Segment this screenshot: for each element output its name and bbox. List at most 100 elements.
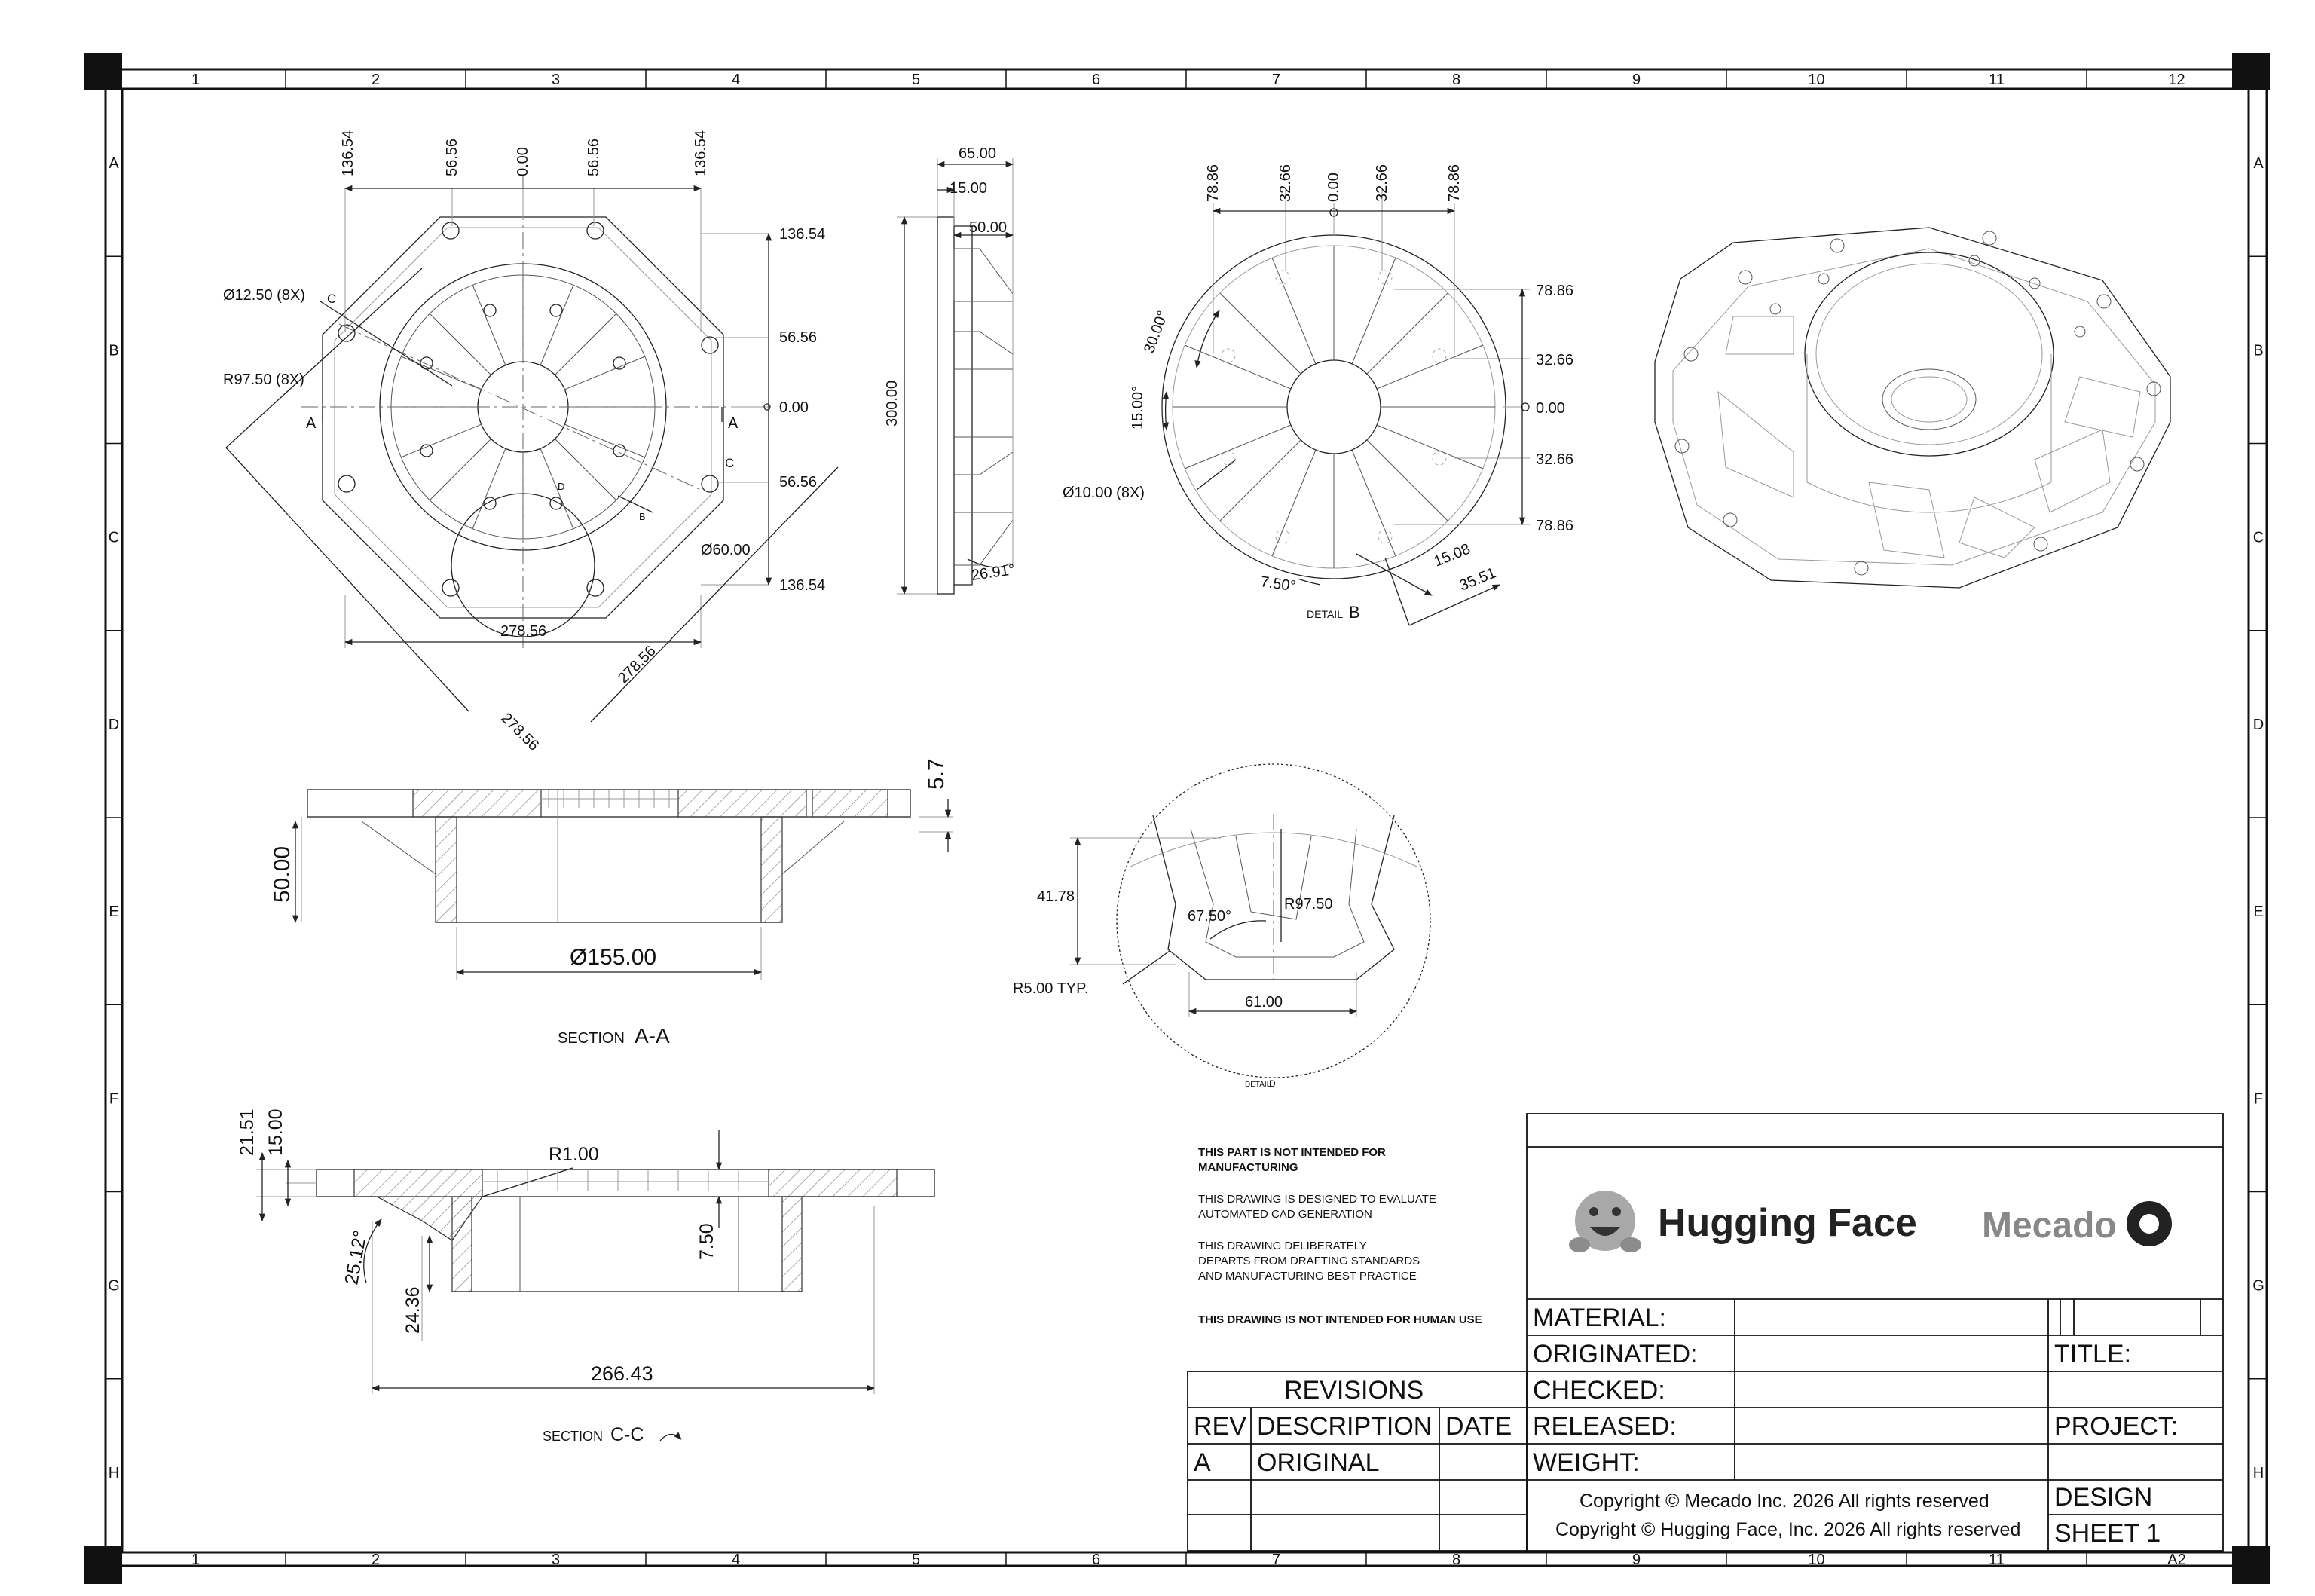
hole-callout: Ø12.50 (8X) <box>223 287 305 304</box>
dim-text: 65.00 <box>959 145 996 162</box>
section-cc-dimensions: 21.51 15.00 R1.00 25.12° 7.50 24.36 266.… <box>237 1108 717 1445</box>
field-originated: ORIGINATED: <box>1533 1340 1698 1368</box>
dim-text: 0.00 <box>1326 173 1342 202</box>
dim-text: 278.56 <box>615 643 659 687</box>
grid-label: 3 <box>552 1552 560 1568</box>
note-line: AUTOMATED CAD GENERATION <box>1198 1208 1372 1221</box>
grid-label: 10 <box>1808 1552 1824 1568</box>
sheet-grid-ticks <box>106 69 2267 1566</box>
hole-callout: Ø10.00 (8X) <box>1063 485 1145 501</box>
grid-label: G <box>108 1278 120 1295</box>
brand-mecado: Mecado <box>1982 1206 2117 1246</box>
dim-text: 136.54 <box>693 130 709 176</box>
dim-text: 32.66 <box>1536 451 1573 468</box>
fillet-callout: R5.00 TYP. <box>1013 980 1088 997</box>
dim-text: 78.86 <box>1205 164 1222 202</box>
dim-text: 300.00 <box>884 381 901 427</box>
corner-mark <box>84 53 122 90</box>
revisions-col: DESCRIPTION <box>1257 1412 1432 1441</box>
grid-label: 4 <box>732 1552 740 1568</box>
drawing-notes: THIS PART IS NOT INTENDED FOR MANUFACTUR… <box>1198 1146 1482 1326</box>
dim-text: 15.00° <box>1130 386 1146 430</box>
grid-label: D <box>109 717 119 733</box>
field-project: PROJECT: <box>2054 1412 2178 1441</box>
dim-text: 7.50° <box>1259 573 1297 595</box>
section-aa-view <box>292 789 953 980</box>
bore-callout: Ø60.00 <box>701 542 751 558</box>
revision-cell: ORIGINAL <box>1257 1448 1379 1477</box>
dim-text: 136.54 <box>779 226 825 243</box>
side-view-dimensions: 65.00 15.00 50.00 300.00 26.91° <box>884 145 1016 584</box>
field-title: TITLE: <box>2054 1340 2131 1368</box>
note-line: MANUFACTURING <box>1198 1161 1298 1174</box>
dim-text: 78.86 <box>1446 164 1463 202</box>
note-line: AND MANUFACTURING BEST PRACTICE <box>1198 1270 1417 1283</box>
copyright-mecado: Copyright © Mecado Inc. 2026 All rights … <box>1580 1491 1989 1512</box>
view-caption: D <box>1269 1078 1276 1089</box>
note-line: THIS DRAWING IS NOT INTENDED FOR HUMAN U… <box>1198 1313 1482 1326</box>
dim-text: 56.56 <box>444 139 460 176</box>
dim-text: 136.54 <box>779 577 825 594</box>
grid-label: 11 <box>1989 1552 2005 1568</box>
grid-label: 5 <box>912 72 920 88</box>
grid-label: 7 <box>1272 72 1280 88</box>
dim-text: 25.12° <box>341 1229 371 1286</box>
revisions-table: REVISIONS REV DESCRIPTION DATE A ORIGINA… <box>1187 1371 1528 1552</box>
side-view <box>897 158 1014 595</box>
grid-label: 10 <box>1808 72 1824 88</box>
field-checked: CHECKED: <box>1533 1376 1665 1405</box>
grid-label: 4 <box>732 72 740 88</box>
grid-label: 11 <box>1989 72 2005 88</box>
dim-text: 56.56 <box>779 474 817 491</box>
view-caption: SECTION <box>558 1030 625 1047</box>
dim-text: 15.08 <box>1432 540 1473 570</box>
dim-text: Ø155.00 <box>570 945 656 970</box>
grid-label: 1 <box>191 1552 200 1568</box>
grid-label: A <box>109 155 119 172</box>
grid-label: B <box>109 342 118 359</box>
detail-b-dimensions: 78.86 32.66 0.00 32.66 78.86 78.86 32.66… <box>1063 164 1573 622</box>
dim-text: 15.00 <box>265 1108 286 1156</box>
grid-label: B <box>2253 342 2263 359</box>
revision-cell: A <box>1194 1448 1211 1477</box>
grid-label: 2 <box>372 1552 380 1568</box>
dim-text: 32.66 <box>1536 352 1573 368</box>
mecado-logo-icon <box>2127 1201 2172 1246</box>
detail-d-view <box>1070 763 1431 1078</box>
note-line: THIS DRAWING IS DESIGNED TO EVALUATE <box>1198 1193 1436 1206</box>
field-released: RELEASED: <box>1533 1412 1677 1441</box>
grid-label: H <box>109 1465 119 1481</box>
grid-label: 6 <box>1092 1552 1100 1568</box>
grid-label: 1 <box>191 72 200 88</box>
dim-text: 35.51 <box>1457 564 1499 594</box>
note-line: THIS PART IS NOT INTENDED FOR <box>1198 1146 1386 1159</box>
brand-hugging-face: Hugging Face <box>1658 1201 1917 1245</box>
field-weight: WEIGHT: <box>1533 1448 1640 1477</box>
grid-label: 6 <box>1092 72 1100 88</box>
dim-text: 24.36 <box>402 1286 424 1334</box>
grid-label: C <box>2253 530 2264 546</box>
grid-label: C <box>109 530 119 546</box>
dim-text: 67.50° <box>1188 908 1231 925</box>
dim-text: 50.00 <box>270 846 295 903</box>
dim-text: 0.00 <box>515 147 531 176</box>
field-design: DESIGN <box>2054 1483 2152 1512</box>
corner-mark <box>84 1546 122 1584</box>
corner-mark <box>2232 1546 2270 1584</box>
view-caption: C-C <box>610 1424 644 1445</box>
grid-label: A2 <box>2167 1552 2185 1568</box>
revisions-col: REV <box>1194 1412 1246 1441</box>
radius-callout: R97.50 (8X) <box>223 371 304 388</box>
view-caption: A-A <box>635 1024 670 1047</box>
dim-text: 78.86 <box>1536 283 1573 299</box>
grid-label: 5 <box>912 1552 920 1568</box>
view-caption: SECTION <box>543 1429 603 1444</box>
front-view <box>225 175 839 723</box>
grid-label: A <box>2253 155 2264 172</box>
dim-text: 56.56 <box>586 139 602 176</box>
grid-label: E <box>109 903 118 920</box>
corner-mark <box>2232 53 2270 90</box>
grid-label: 8 <box>1452 1552 1460 1568</box>
